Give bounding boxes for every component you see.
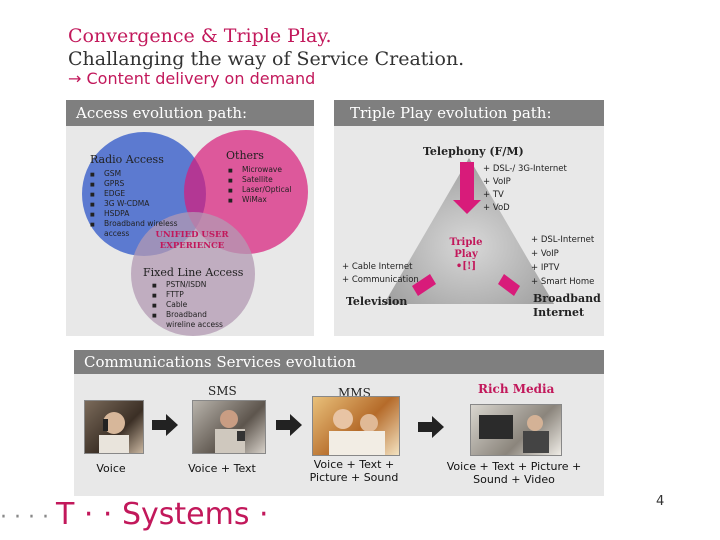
arrow-right-icon: → bbox=[68, 69, 82, 88]
fixed-line-title: Fixed Line Access bbox=[143, 266, 244, 279]
list-item: + DSL-/ 3G-Internet bbox=[483, 164, 567, 174]
slide-title-line1: Convergence & Triple Play. bbox=[68, 25, 332, 47]
sms-label: SMS bbox=[208, 384, 237, 398]
sms-photo bbox=[192, 400, 266, 454]
list-item: Microwave bbox=[228, 165, 298, 176]
voice-photo bbox=[84, 400, 144, 454]
access-header: Access evolution path: bbox=[66, 100, 314, 126]
list-item: Broadband wireless access bbox=[90, 219, 180, 239]
list-item: + Communication bbox=[342, 275, 419, 285]
fixed-line-list: PSTN/ISDN FTTP Cable Broadband wireline … bbox=[152, 280, 232, 330]
television-list: + Cable Internet + Communication bbox=[342, 261, 419, 287]
family-photo-icon bbox=[329, 409, 385, 455]
list-item: + VoD bbox=[483, 203, 510, 213]
person-texting-icon bbox=[215, 410, 245, 453]
telephony-arrow bbox=[453, 162, 481, 214]
page-number: 4 bbox=[656, 494, 665, 509]
arrow-right-icon bbox=[276, 414, 302, 436]
triple-play-symbol: •[!] bbox=[455, 261, 477, 272]
list-item: Broadband wireline access bbox=[152, 310, 232, 330]
list-item: + VoIP bbox=[483, 177, 511, 187]
unified-experience-label: UNIFIED USER EXPERIENCE bbox=[155, 230, 229, 251]
list-item: + IPTV bbox=[531, 263, 560, 273]
radio-access-title: Radio Access bbox=[90, 153, 164, 166]
mms-photo bbox=[312, 396, 400, 456]
triple-play-header: Triple Play evolution path: bbox=[334, 100, 604, 126]
logo-dots: · · · · bbox=[0, 505, 56, 530]
list-item: + VoIP bbox=[531, 249, 559, 259]
triple-play-triangle bbox=[384, 158, 554, 304]
list-item: WiMax bbox=[228, 195, 298, 206]
person-on-phone-icon bbox=[99, 412, 129, 453]
radio-access-list: GSM GPRS EDGE 3G W-CDMA HSDPA Broadband … bbox=[90, 169, 180, 239]
triple-play-center: Triple Play •[!] bbox=[444, 237, 488, 273]
broadband-list: + DSL-Internet + VoIP + IPTV + Smart Hom… bbox=[531, 233, 594, 289]
list-item: Laser/Optical bbox=[228, 185, 298, 196]
broadband-arrow bbox=[498, 274, 520, 296]
arrow-right-icon bbox=[418, 416, 444, 438]
arrow-right-icon bbox=[152, 414, 178, 436]
home-entertainment-icon bbox=[479, 415, 549, 453]
list-item: + Cable Internet bbox=[342, 262, 413, 272]
triple-play-center-label: Triple Play bbox=[449, 237, 483, 260]
list-item: FTTP bbox=[152, 290, 232, 301]
t-systems-logo: · · · · T · · Systems · bbox=[0, 497, 269, 532]
others-title: Others bbox=[226, 149, 264, 162]
list-item: EDGE bbox=[90, 189, 180, 200]
rich-media-label: Rich Media bbox=[478, 382, 555, 396]
list-item: + Smart Home bbox=[531, 277, 595, 287]
sms-caption: Voice + Text bbox=[188, 462, 256, 475]
comms-header: Communications Services evolution bbox=[74, 350, 604, 374]
broadband-label: Broadband Internet bbox=[533, 292, 601, 319]
list-item: GPRS bbox=[90, 179, 180, 190]
list-item: 3G W-CDMA bbox=[90, 199, 180, 210]
slide-subtitle: → Content delivery on demand bbox=[68, 69, 315, 88]
list-item: + DSL-Internet bbox=[531, 235, 595, 245]
logo-wordmark: T · · Systems · bbox=[55, 497, 269, 532]
mms-caption: Voice + Text + Picture + Sound bbox=[309, 458, 399, 484]
television-arrow bbox=[412, 274, 436, 296]
list-item: GSM bbox=[90, 169, 180, 180]
telephony-label: Telephony (F/M) bbox=[423, 145, 524, 158]
rich-media-caption: Voice + Text + Picture + Sound + Video bbox=[446, 460, 582, 486]
voice-caption: Voice bbox=[96, 462, 126, 475]
others-list: Microwave Satellite Laser/Optical WiMax bbox=[228, 165, 298, 206]
list-item: PSTN/ISDN bbox=[152, 280, 232, 291]
list-item: HSDPA bbox=[90, 209, 180, 220]
rich-media-photo bbox=[470, 404, 562, 456]
list-item: Satellite bbox=[228, 175, 298, 186]
list-item: Cable bbox=[152, 300, 232, 311]
subtitle-text: Content delivery on demand bbox=[86, 69, 316, 88]
telephony-list: + DSL-/ 3G-Internet + VoIP + TV + VoD bbox=[483, 163, 567, 215]
list-item: + TV bbox=[483, 190, 504, 200]
television-label: Television bbox=[346, 295, 408, 308]
slide-title-line2: Challanging the way of Service Creation. bbox=[68, 48, 465, 70]
